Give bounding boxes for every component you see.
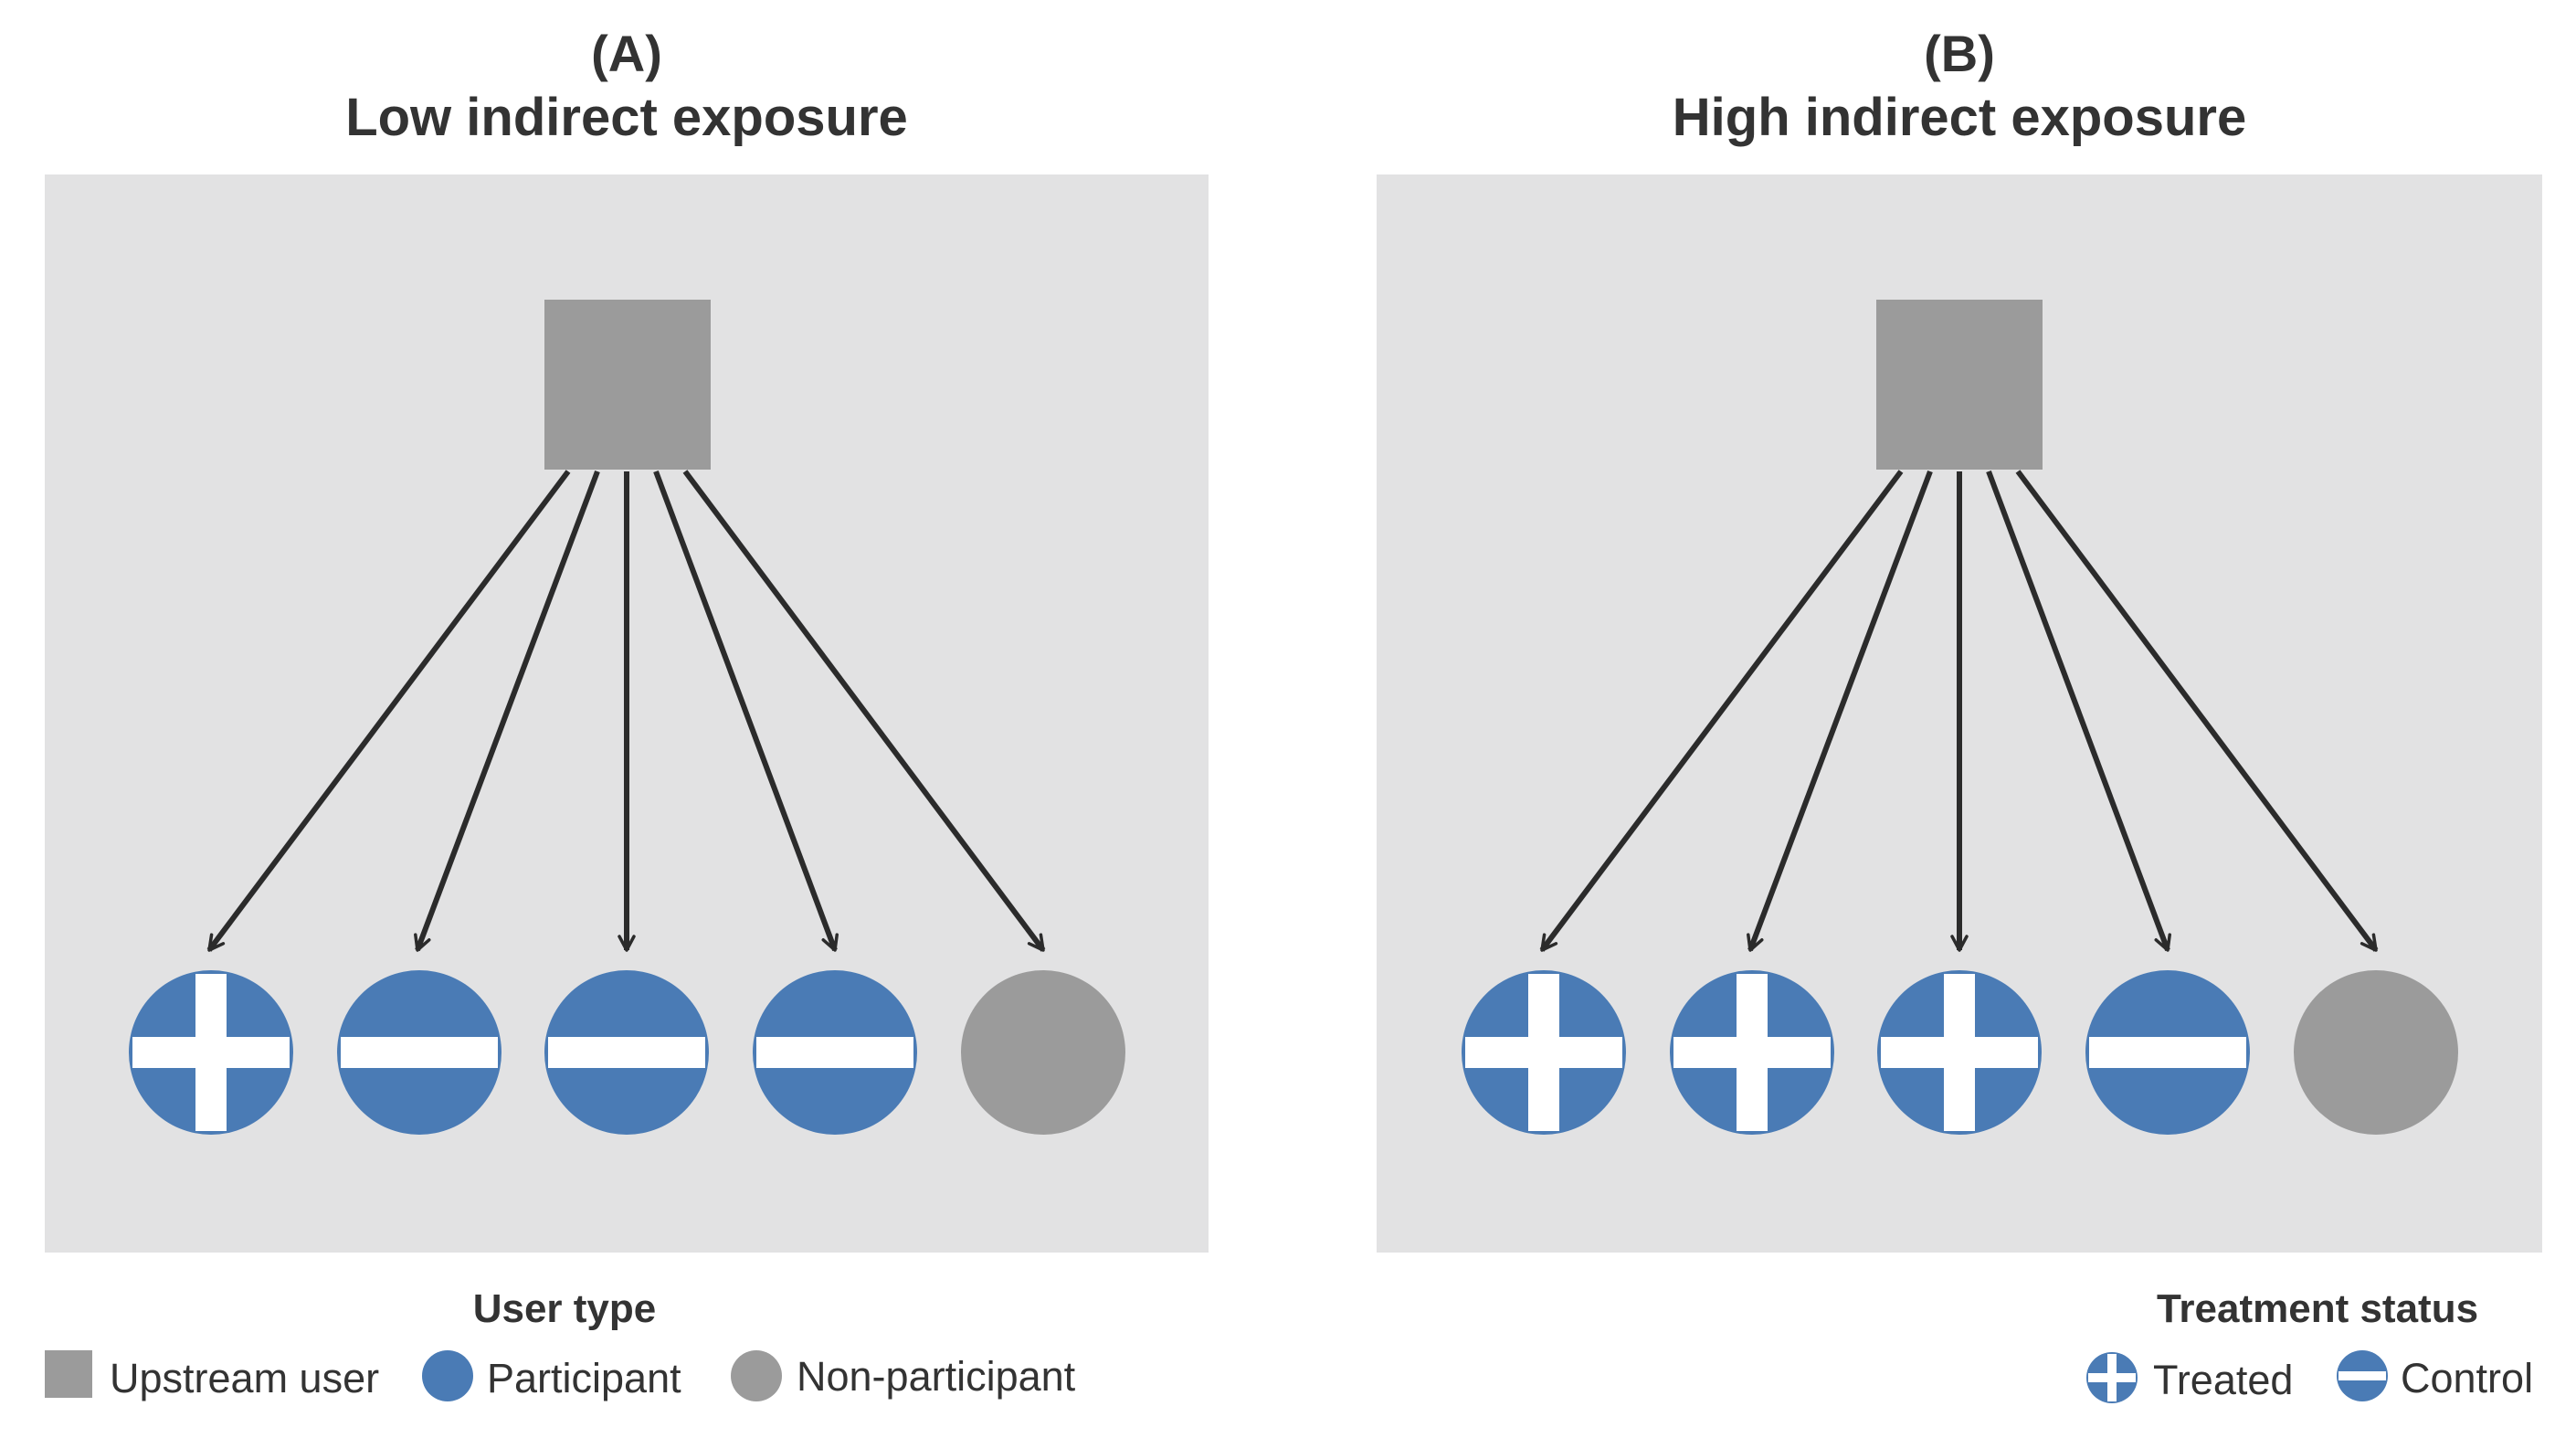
panel-a-arrow-5 (682, 470, 1046, 952)
panel-a-arrow-2 (414, 470, 600, 952)
legend-upstream-label: Upstream user (110, 1355, 379, 1401)
panel-a-node-5 (961, 970, 1125, 1135)
panel-b-node-2 (1670, 970, 1834, 1135)
panel-a-node-2 (337, 970, 501, 1135)
panel-b-arrows (1539, 470, 2379, 952)
panel-b: (B) High indirect exposure (1377, 25, 2542, 1253)
panel-a-arrow-1 (206, 470, 571, 952)
minus-icon (2089, 1037, 2246, 1068)
plus-icon-vertical (195, 974, 227, 1131)
minus-icon (756, 1037, 913, 1068)
legend-treatment-status: Treatment status Treated Control (2086, 1286, 2533, 1403)
plus-icon-vertical (2107, 1354, 2117, 1401)
panel-b-non-participant (2294, 970, 2458, 1135)
legend-user-type-title: User type (473, 1286, 657, 1331)
panel-b-arrow-5 (2015, 470, 2379, 952)
legend-upstream-square-icon (45, 1350, 92, 1398)
panel-a-arrow-4 (653, 470, 839, 952)
panel-a-node-3 (544, 970, 709, 1135)
panel-b-node-4 (2085, 970, 2250, 1135)
panel-b-title: High indirect exposure (1673, 88, 2246, 147)
panel-a-arrows (206, 470, 1046, 952)
legend-control-label: Control (2401, 1355, 2533, 1401)
panel-a-title: Low indirect exposure (345, 88, 908, 147)
legend-treatment-title: Treatment status (2157, 1286, 2478, 1331)
legend-user-type: User type Upstream user Participant Non-… (45, 1286, 1076, 1401)
panel-a-node-1 (129, 970, 293, 1135)
panel-a-label: (A) (591, 25, 662, 82)
panel-a-node-4 (753, 970, 917, 1135)
legend-participant-circle-icon (422, 1350, 473, 1401)
panel-b-node-5 (2294, 970, 2458, 1135)
panel-b-upstream-user (1876, 300, 2043, 470)
panel-b-arrow-2 (1747, 470, 1933, 952)
panel-a-upstream-user (544, 300, 711, 470)
panel-b-arrow-4 (1986, 470, 2171, 952)
panel-a: (A) Low indirect exposure (45, 25, 1209, 1253)
panel-b-node-1 (1462, 970, 1626, 1135)
legend-non-participant-label: Non-participant (797, 1353, 1076, 1400)
minus-icon (548, 1037, 705, 1068)
panel-b-node-3 (1877, 970, 2042, 1135)
legend-treated-icon (2086, 1352, 2138, 1403)
plus-icon-vertical (1944, 974, 1975, 1131)
panel-b-arrow-1 (1539, 470, 1904, 952)
legend-control-icon (2337, 1350, 2388, 1401)
legend-participant-label: Participant (487, 1355, 681, 1401)
legend-non-participant-circle-icon (731, 1350, 782, 1401)
plus-icon-vertical (1737, 974, 1768, 1131)
panel-b-label: (B) (1924, 25, 1995, 82)
plus-icon-vertical (1528, 974, 1559, 1131)
minus-icon (2338, 1371, 2386, 1380)
minus-icon (341, 1037, 498, 1068)
legend-treated-label: Treated (2153, 1357, 2293, 1403)
panel-a-non-participant (961, 970, 1125, 1135)
